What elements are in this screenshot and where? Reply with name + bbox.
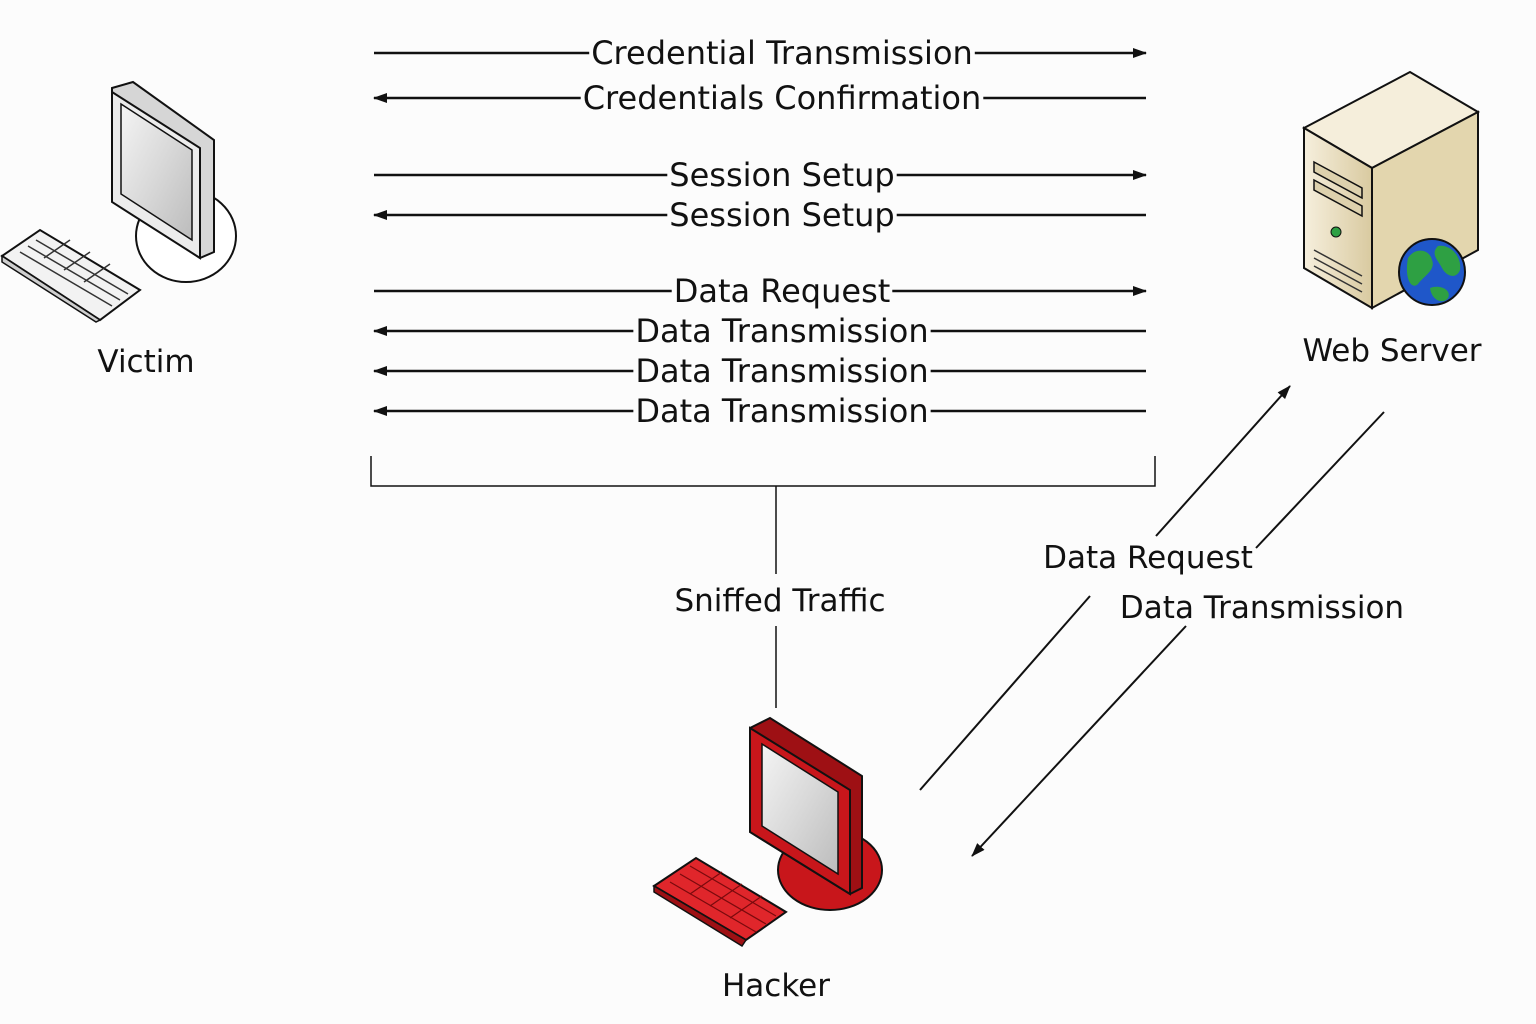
message-4: Session Setup (373, 196, 1146, 234)
message-label: Data Transmission (635, 312, 928, 350)
hacker-request-label: Data Request (1043, 540, 1253, 576)
message-2: Credentials Confirmation (373, 79, 1146, 117)
web-server-label: Web Server (1302, 333, 1481, 369)
message-label-bg (667, 156, 897, 194)
message-label-bg (667, 196, 897, 234)
message-label: Data Transmission (635, 352, 928, 390)
message-label: Data Transmission (635, 392, 928, 430)
message-label-bg (589, 34, 975, 72)
victim-label: Victim (97, 344, 194, 380)
sniff-bracket (370, 456, 1156, 708)
message-7: Data Transmission (373, 352, 1146, 390)
hacker-transmission-arrow (971, 411, 1385, 857)
message-5: Data Request (374, 272, 1147, 310)
message-label: Credentials Confirmation (583, 79, 982, 117)
victim-computer-icon (0, 80, 237, 323)
message-label: Data Request (674, 272, 891, 310)
message-label: Session Setup (669, 156, 894, 194)
globe-icon (1398, 238, 1466, 306)
message-label-bg (671, 272, 893, 310)
message-label: Session Setup (669, 196, 894, 234)
hacker-request-arrow (919, 385, 1291, 791)
sniffed-traffic-label: Sniffed Traffic (674, 583, 885, 619)
hacker-computer-icon (652, 716, 883, 948)
message-8: Data Transmission (373, 392, 1146, 430)
message-label-bg (633, 392, 931, 430)
message-label-bg (633, 312, 931, 350)
hacker-transmission-label: Data Transmission (1120, 590, 1404, 626)
message-label-bg (633, 352, 931, 390)
message-3: Session Setup (374, 156, 1147, 194)
hacker-label: Hacker (722, 968, 830, 1004)
web-server-icon (1301, 70, 1481, 310)
message-6: Data Transmission (373, 312, 1146, 350)
message-label: Credential Transmission (591, 34, 973, 72)
message-1: Credential Transmission (374, 34, 1147, 72)
message-label-bg (580, 79, 984, 117)
